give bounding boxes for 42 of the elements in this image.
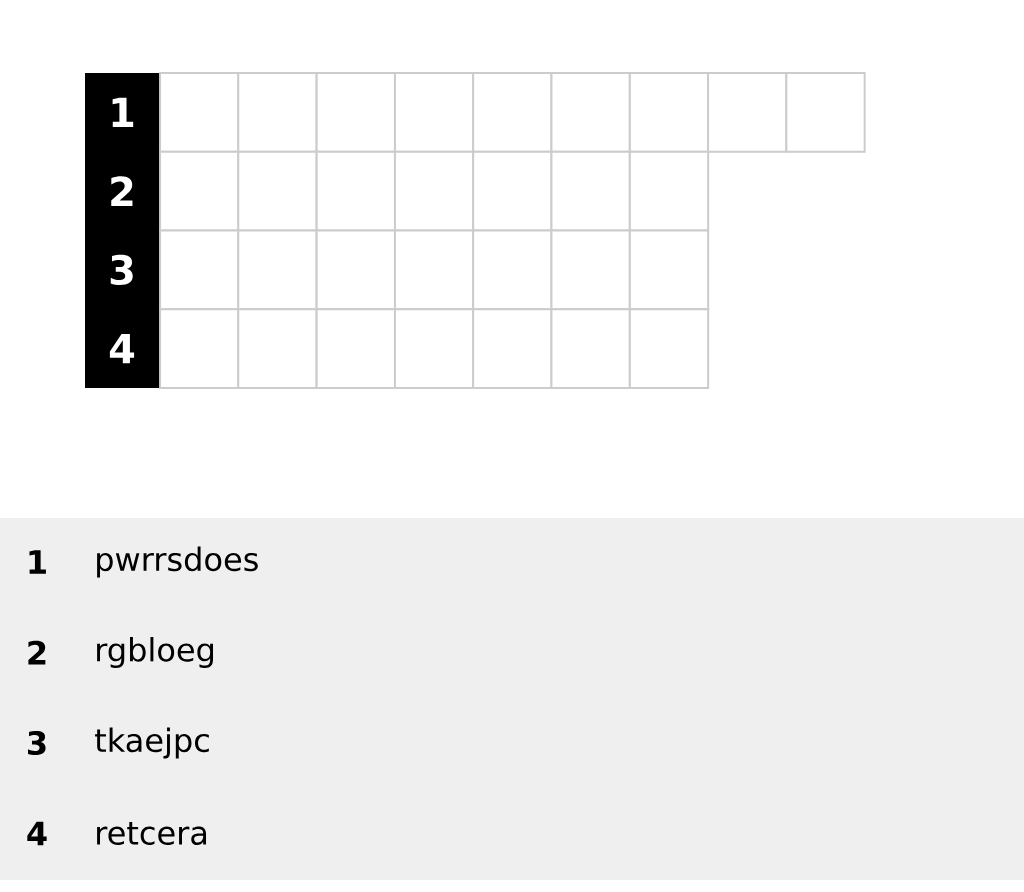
answer-box xyxy=(315,229,396,311)
answer-box xyxy=(550,150,631,232)
answer-box xyxy=(628,72,710,153)
answer-box xyxy=(393,72,475,153)
clue-word: tkaejpc xyxy=(95,727,209,759)
answer-box xyxy=(550,308,631,389)
clue-word: rgbloeg xyxy=(97,637,213,668)
answer-box xyxy=(237,72,318,153)
answer-box xyxy=(472,308,553,389)
row-number: 4 xyxy=(109,334,135,364)
answer-box xyxy=(237,308,318,389)
answer-box xyxy=(628,150,710,232)
row-number: 1 xyxy=(112,97,134,127)
answer-box xyxy=(472,150,553,232)
answer-box xyxy=(472,229,553,311)
answer-box xyxy=(472,72,553,153)
row-number: 2 xyxy=(111,176,133,206)
clue-word: pwrrsdoes xyxy=(97,546,258,578)
answer-box xyxy=(159,150,240,232)
answer-box xyxy=(237,150,318,232)
answer-box xyxy=(550,72,631,153)
answer-box xyxy=(628,308,710,389)
answer-box xyxy=(393,150,475,232)
answer-box xyxy=(628,229,710,311)
answer-box xyxy=(159,229,240,311)
answer-box xyxy=(159,72,240,153)
clue-number: 3 xyxy=(28,730,46,756)
answer-box xyxy=(159,308,240,389)
clue-number: 2 xyxy=(28,640,46,665)
answer-box xyxy=(315,72,396,153)
row-number: 3 xyxy=(110,254,133,286)
answer-box xyxy=(393,229,475,311)
answer-box xyxy=(237,229,318,311)
clue-number: 1 xyxy=(29,550,46,574)
answer-box xyxy=(315,308,396,389)
answer-box xyxy=(707,72,788,153)
answer-box xyxy=(785,72,866,153)
answer-box xyxy=(315,150,396,232)
answer-box xyxy=(550,229,631,311)
answer-box xyxy=(393,308,475,389)
clue-number: 4 xyxy=(27,821,47,846)
clue-word: retcera xyxy=(97,822,207,845)
